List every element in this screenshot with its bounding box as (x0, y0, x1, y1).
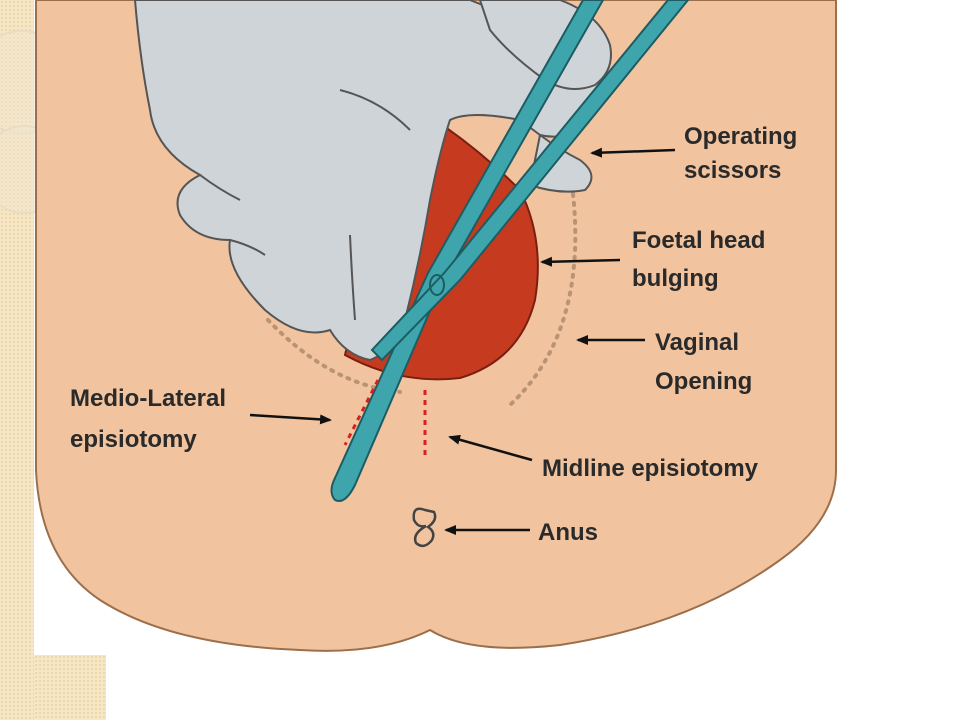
arrow-mediolateral (249, 413, 332, 425)
arrow-foetal-head (540, 256, 621, 267)
mediolateral-incision-line (343, 379, 380, 446)
operating-scissors (330, 0, 690, 502)
scissors-pivot (429, 274, 445, 296)
label-operating-scissors: Operating scissors (684, 123, 804, 184)
scissors-blade (330, 0, 605, 502)
arrow-operating-scissors (590, 147, 676, 158)
label-mediolateral-episiotomy: Medio-Lateral episiotomy (70, 385, 233, 453)
glove-crease (199, 89, 411, 321)
anus-mark (412, 507, 437, 548)
slide-foot-strip (34, 655, 106, 720)
label-midline-episiotomy: Midline episiotomy (542, 455, 759, 482)
arrow-midline (448, 434, 533, 462)
label-vaginal-opening: Vaginal Opening (655, 329, 752, 395)
label-anus: Anus (538, 519, 598, 546)
label-foetal-head: Foetal head bulging (632, 227, 772, 292)
scissors-blade (370, 0, 690, 362)
vaginal-opening-outline (508, 183, 578, 407)
